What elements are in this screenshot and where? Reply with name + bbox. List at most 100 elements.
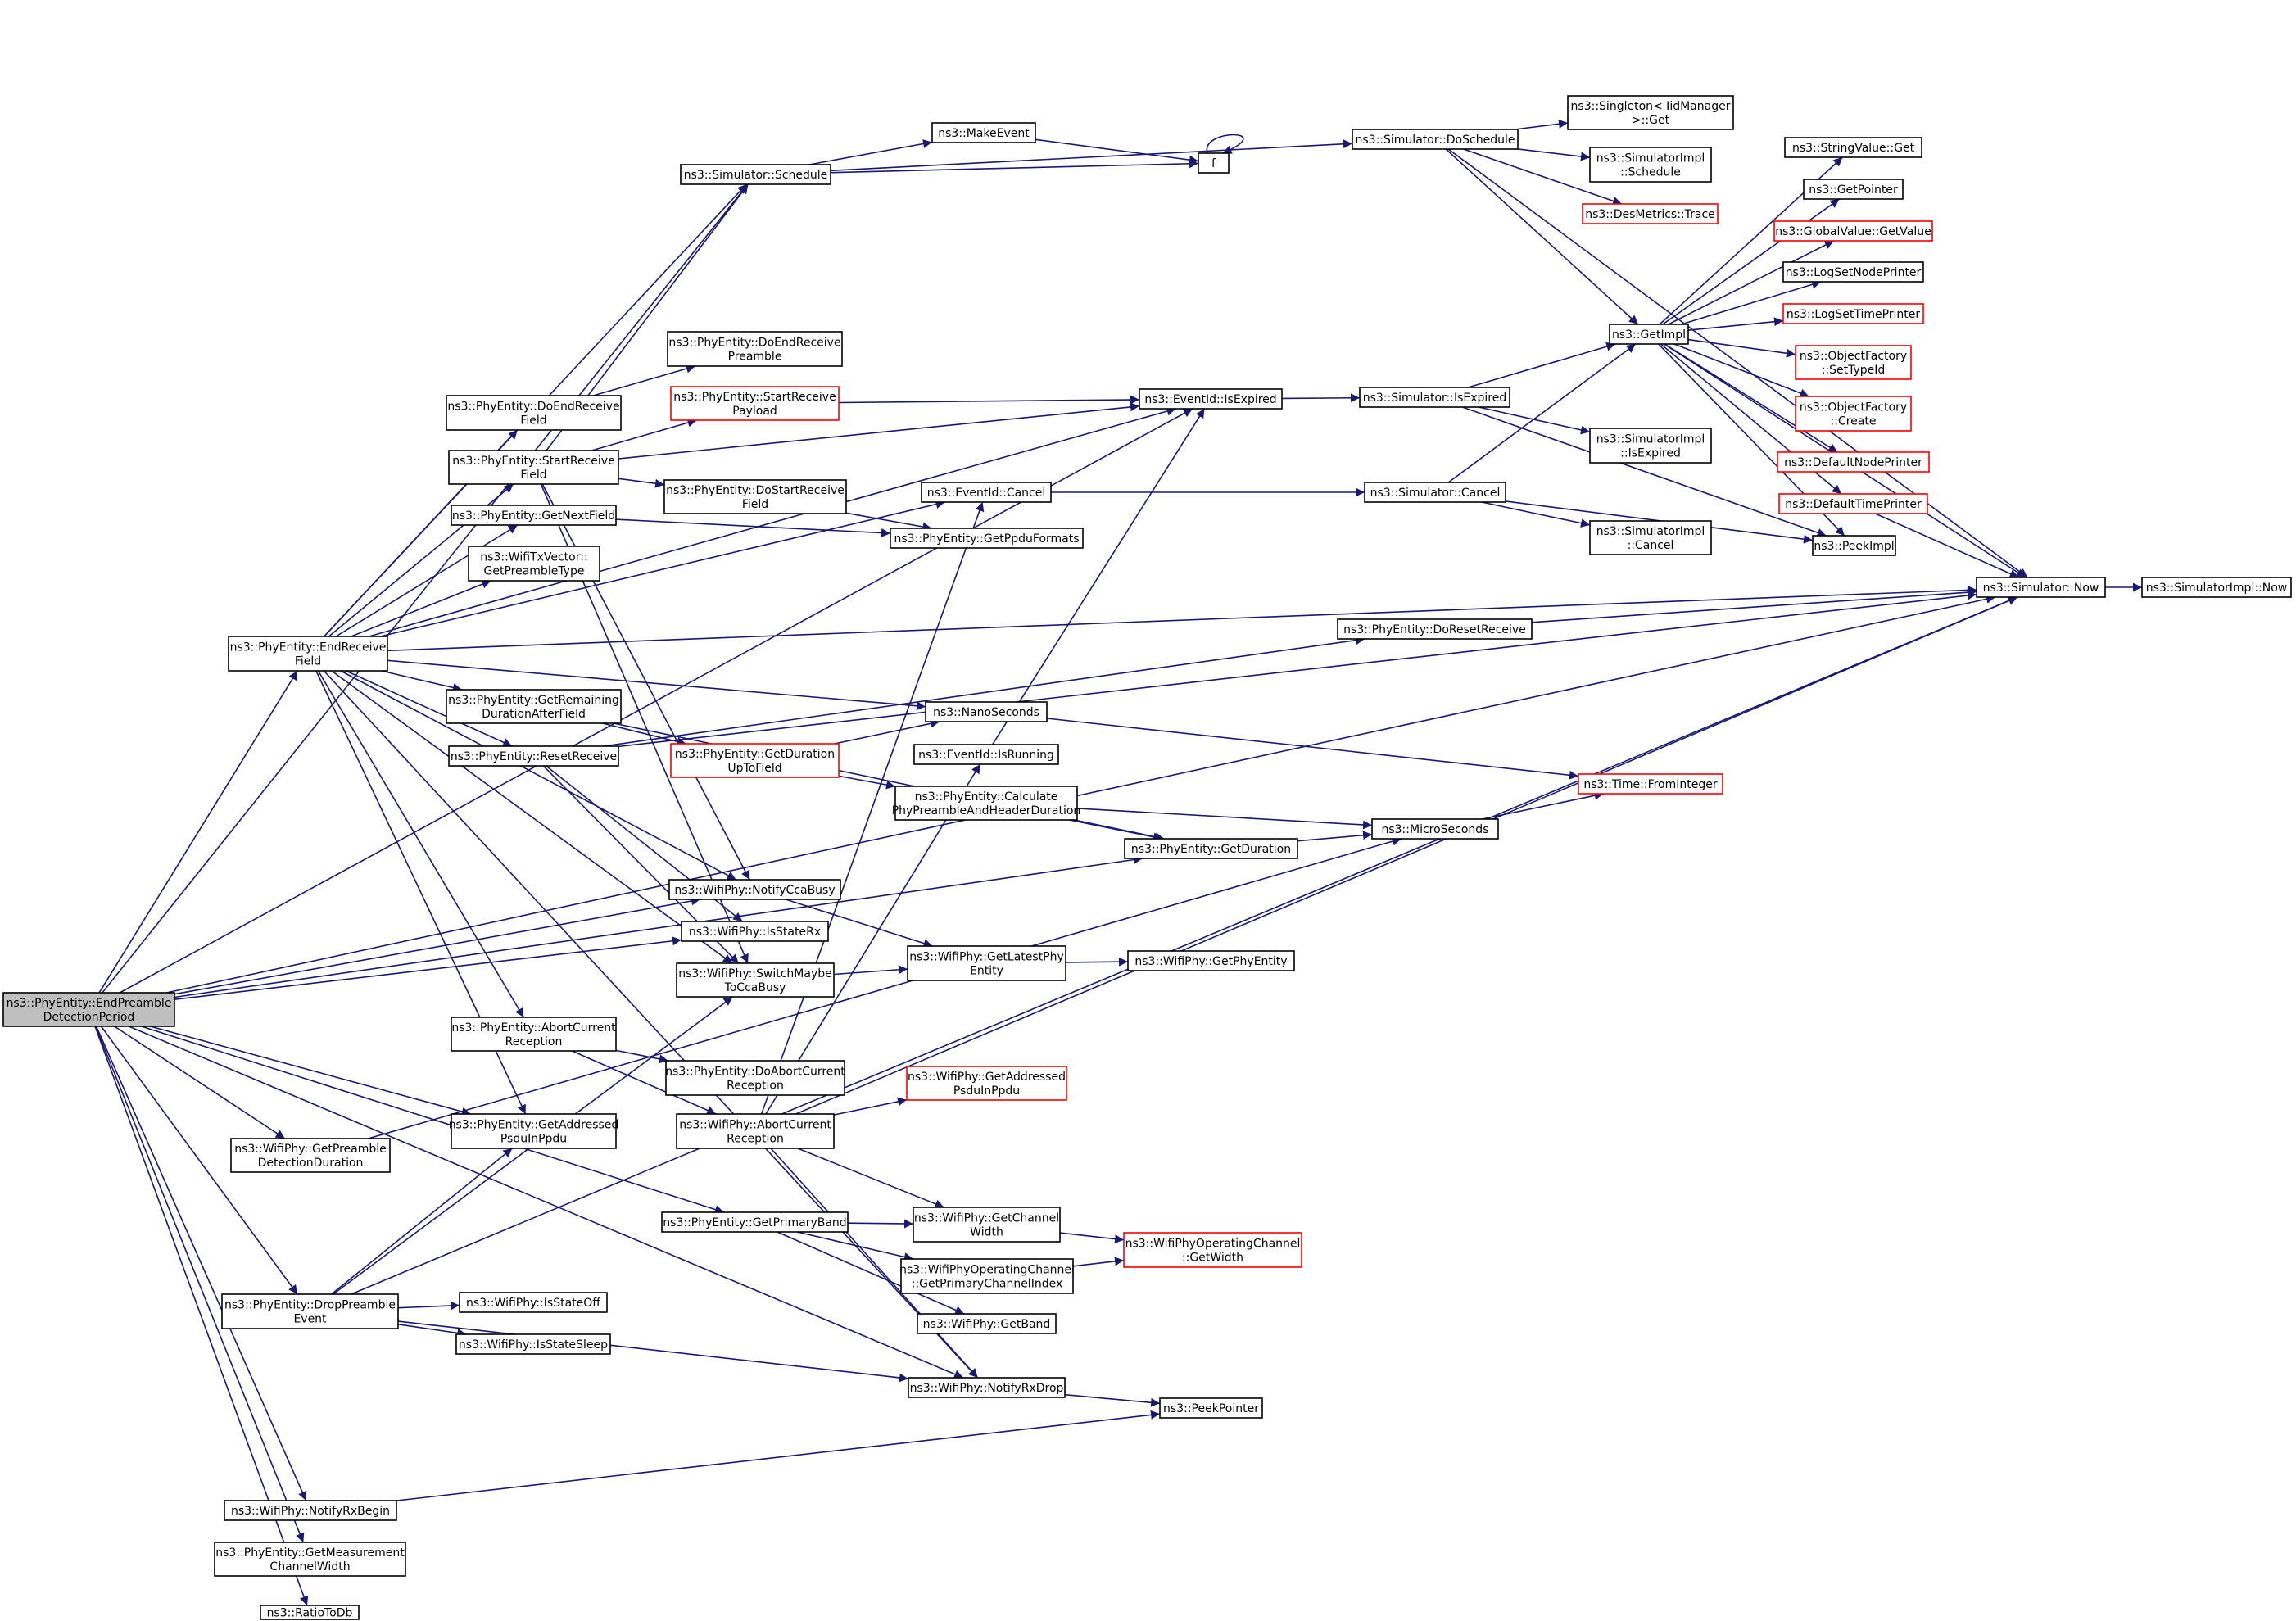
node-getDuration[interactable]: ns3::PhyEntity::GetDuration bbox=[1124, 838, 1298, 859]
node-opPrimaryIndex[interactable]: ns3::WifiPhyOperatingChannel::GetPrimary… bbox=[899, 1258, 1075, 1294]
node-label: DurationAfterField bbox=[482, 708, 586, 721]
node-box bbox=[676, 962, 835, 998]
node-simSchedule[interactable]: ns3::Simulator::Schedule bbox=[680, 164, 831, 185]
edge-abortCurrentWifi-to-wifiGetAddressed bbox=[833, 1097, 908, 1116]
node-isStateRx[interactable]: ns3::WifiPhy::IsStateRx bbox=[681, 921, 829, 942]
node-implSchedule[interactable]: ns3::SimulatorImpl::Schedule bbox=[1589, 147, 1712, 183]
node-label: ns3::GetImpl bbox=[1612, 328, 1686, 342]
node-objCreate[interactable]: ns3::ObjectFactory::Create bbox=[1795, 396, 1912, 432]
node-label: ns3::SimulatorImpl bbox=[1596, 433, 1705, 446]
node-globalGetValue[interactable]: ns3::GlobalValue::GetValue bbox=[1773, 220, 1933, 242]
node-f[interactable]: f bbox=[1198, 152, 1230, 174]
node-label: ns3::PhyEntity::StartReceive bbox=[673, 391, 836, 404]
node-makeEvent[interactable]: ns3::MakeEvent bbox=[931, 122, 1036, 143]
node-label: ns3::WifiTxVector:: bbox=[480, 551, 587, 564]
node-notifyCcaBusy[interactable]: ns3::WifiPhy::NotifyCcaBusy bbox=[668, 879, 841, 900]
node-getPhyEntity[interactable]: ns3::WifiPhy::GetPhyEntity bbox=[1127, 950, 1295, 971]
edge bbox=[1206, 134, 1244, 154]
node-stringGet[interactable]: ns3::StringValue::Get bbox=[1784, 137, 1922, 158]
edge bbox=[1447, 148, 2028, 578]
node-calcPreamble[interactable]: ns3::PhyEntity::CalculatePhyPreambleAndH… bbox=[892, 786, 1081, 821]
node-desTrace[interactable]: ns3::DesMetrics::Trace bbox=[1582, 203, 1719, 224]
node-simIsExpired[interactable]: ns3::Simulator::IsExpired bbox=[1359, 387, 1510, 408]
node-getBand[interactable]: ns3::WifiPhy::GetBand bbox=[917, 1313, 1057, 1334]
node-getImpl[interactable]: ns3::GetImpl bbox=[1609, 324, 1689, 345]
node-isRunning[interactable]: ns3::EventId::IsRunning bbox=[913, 744, 1059, 765]
node-label: ns3::ObjectFactory bbox=[1800, 401, 1907, 414]
edge bbox=[541, 483, 750, 881]
node-defNodePrinter[interactable]: ns3::DefaultNodePrinter bbox=[1777, 451, 1930, 473]
node-doSchedule[interactable]: ns3::Simulator::DoSchedule bbox=[1352, 129, 1519, 150]
node-label: ns3::WifiPhy::IsStateSleep bbox=[459, 1338, 608, 1352]
node-label: ::GetWidth bbox=[1182, 1252, 1243, 1265]
edge-isExpired-to-simIsExpired bbox=[1281, 393, 1361, 403]
node-getRemaining[interactable]: ns3::PhyEntity::GetRemainingDurationAfte… bbox=[446, 689, 622, 724]
node-getPointer[interactable]: ns3::GetPointer bbox=[1803, 179, 1904, 200]
node-ratioToDb[interactable]: ns3::RatioToDb bbox=[260, 1605, 360, 1620]
node-simCancel[interactable]: ns3::Simulator::Cancel bbox=[1364, 482, 1506, 503]
node-isStateOff[interactable]: ns3::WifiPhy::IsStateOff bbox=[459, 1292, 608, 1313]
edge-calcPreamble-to-getDuration bbox=[1069, 819, 1163, 842]
node-getNextField[interactable]: ns3::PhyEntity::GetNextField bbox=[451, 505, 617, 526]
node-logSetTime[interactable]: ns3::LogSetTimePrinter bbox=[1782, 303, 1924, 324]
nodes: ns3::PhyEntity::EndPreambleDetectionPeri… bbox=[2, 95, 2292, 1620]
node-peekPointer[interactable]: ns3::PeekPointer bbox=[1159, 1397, 1263, 1419]
node-implCancel[interactable]: ns3::SimulatorImpl::Cancel bbox=[1589, 520, 1712, 555]
node-notifyRxBegin[interactable]: ns3::WifiPhy::NotifyRxBegin bbox=[224, 1500, 397, 1521]
node-implNow[interactable]: ns3::SimulatorImpl::Now bbox=[2141, 577, 2292, 598]
node-box bbox=[451, 1017, 617, 1052]
node-implIsExpired[interactable]: ns3::SimulatorImpl::IsExpired bbox=[1589, 428, 1712, 464]
node-opGetWidth[interactable]: ns3::WifiPhyOperatingChannel::GetWidth bbox=[1123, 1232, 1302, 1268]
node-getPrimaryBand[interactable]: ns3::PhyEntity::GetPrimaryBand bbox=[661, 1211, 849, 1233]
node-box bbox=[1352, 129, 1519, 150]
node-label: ToCcaBusy bbox=[724, 981, 786, 994]
node-getPpduFormats[interactable]: ns3::PhyEntity::GetPpduFormats bbox=[890, 528, 1084, 549]
node-logSetNode[interactable]: ns3::LogSetNodePrinter bbox=[1782, 261, 1924, 283]
node-microSeconds[interactable]: ns3::MicroSeconds bbox=[1371, 818, 1499, 840]
node-txVecPreamble[interactable]: ns3::WifiTxVector::GetPreambleType bbox=[468, 546, 600, 582]
node-isStateSleep[interactable]: ns3::WifiPhy::IsStateSleep bbox=[455, 1333, 611, 1355]
node-box bbox=[1589, 428, 1712, 464]
edge-getPrimaryBand-to-getBand bbox=[777, 1231, 965, 1315]
node-label: ::GetPrimaryChannelIndex bbox=[912, 1278, 1063, 1291]
node-resetReceive[interactable]: ns3::PhyEntity::ResetReceive bbox=[448, 745, 619, 767]
node-defTimePrinter[interactable]: ns3::DefaultTimePrinter bbox=[1778, 493, 1928, 514]
node-simNow[interactable]: ns3::Simulator::Now bbox=[1976, 577, 2106, 598]
node-peekImpl[interactable]: ns3::PeekImpl bbox=[1812, 535, 1896, 556]
node-singletonGet[interactable]: ns3::Singleton< IidManager>::Get bbox=[1567, 95, 1734, 130]
node-notifyRxDrop[interactable]: ns3::WifiPhy::NotifyRxDrop bbox=[908, 1377, 1066, 1398]
edge bbox=[1076, 808, 1373, 830]
node-root[interactable]: ns3::PhyEntity::EndPreambleDetectionPeri… bbox=[2, 992, 175, 1027]
edge bbox=[174, 896, 701, 995]
node-eventCancel[interactable]: ns3::EventId::Cancel bbox=[921, 482, 1052, 503]
node-nanoSeconds[interactable]: ns3::NanoSeconds bbox=[925, 701, 1048, 722]
edge bbox=[1468, 342, 1616, 388]
edge-endReceiveField-to-resetReceive bbox=[345, 670, 513, 747]
node-getMeasurement[interactable]: ns3::PhyEntity::GetMeasurementChannelWid… bbox=[214, 1542, 406, 1577]
node-label: ns3::LogSetTimePrinter bbox=[1787, 308, 1921, 321]
node-isExpired[interactable]: ns3::EventId::IsExpired bbox=[1139, 388, 1283, 410]
node-doResetReceive[interactable]: ns3::PhyEntity::DoResetReceive bbox=[1337, 618, 1533, 640]
node-getPreambleDet[interactable]: ns3::WifiPhy::GetPreambleDetectionDurati… bbox=[230, 1138, 391, 1173]
node-timeFromInteger[interactable]: ns3::Time::FromInteger bbox=[1578, 773, 1723, 795]
node-label: ns3::LogSetNodePrinter bbox=[1786, 266, 1922, 279]
edge-abortCurrentWifi-to-isRunning bbox=[765, 763, 981, 1115]
node-objSetTypeId[interactable]: ns3::ObjectFactory::SetTypeId bbox=[1795, 345, 1912, 380]
node-label: PsduInPpdu bbox=[953, 1084, 1020, 1098]
